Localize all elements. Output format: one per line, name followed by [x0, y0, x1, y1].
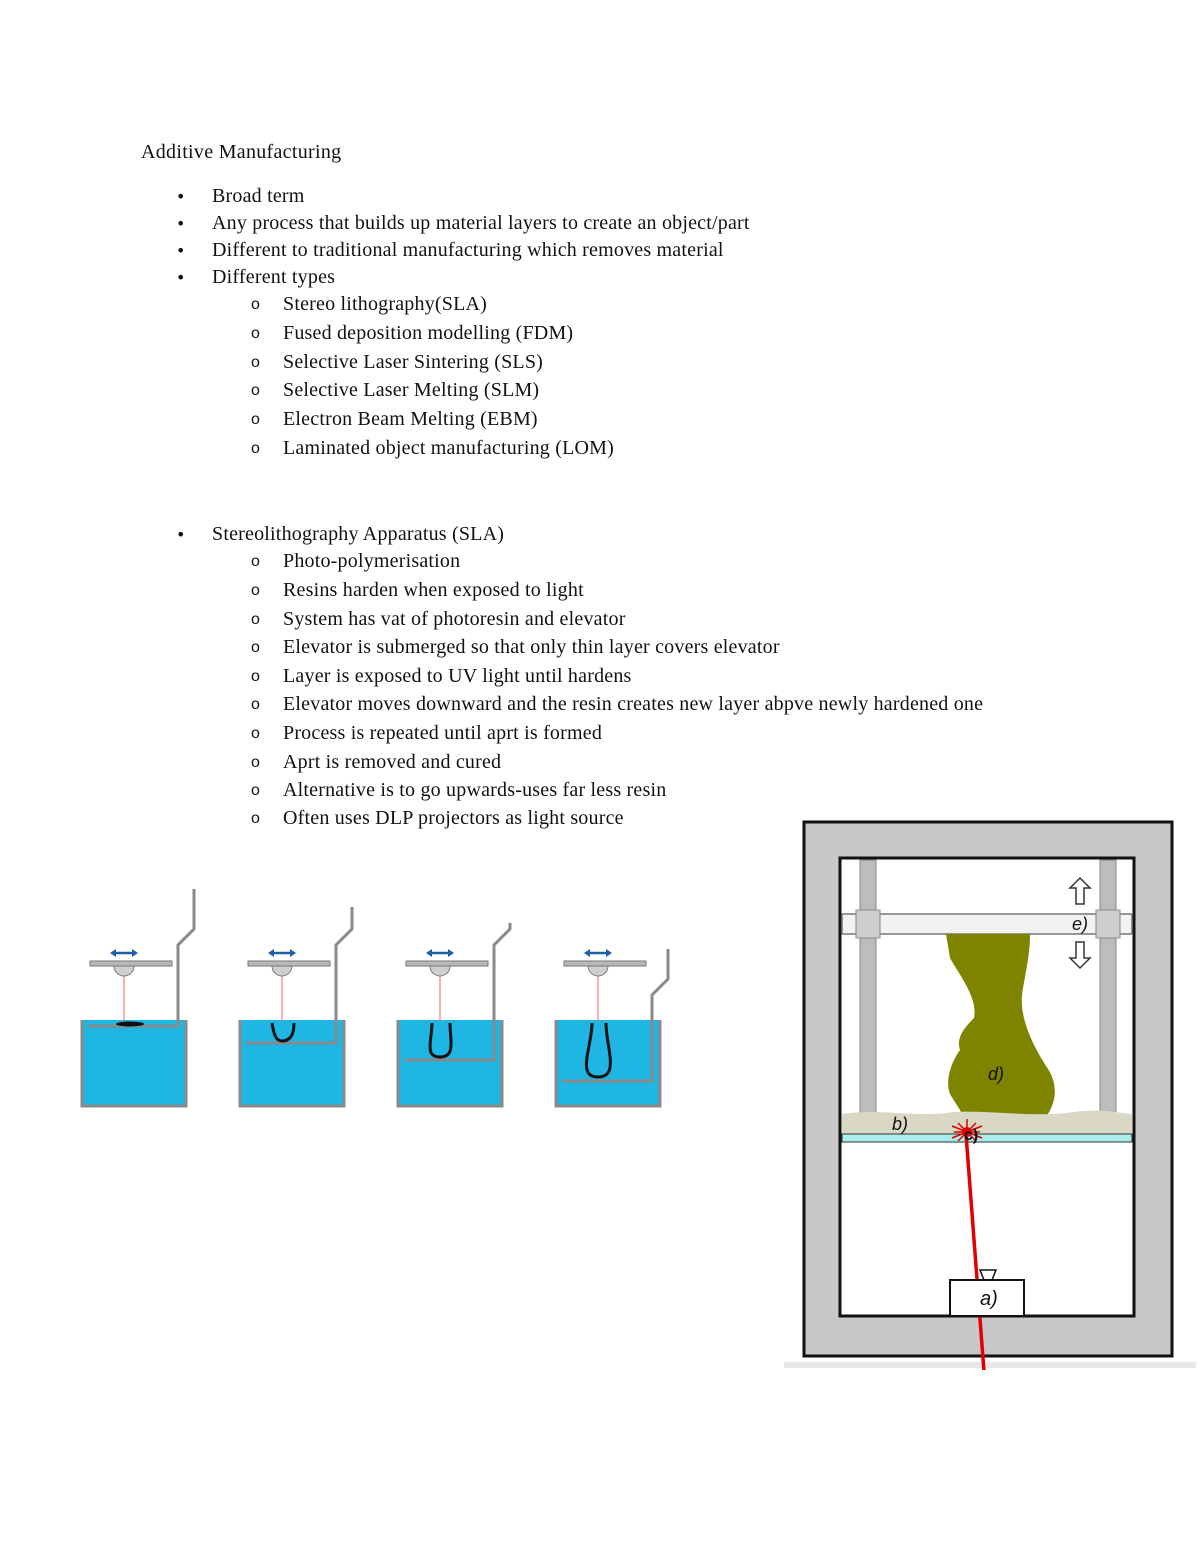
sub-bullet-icon: o	[251, 296, 261, 313]
label-e: e)	[1072, 914, 1088, 934]
sub-bullet-icon: o	[251, 810, 261, 827]
sub-bullet-icon: o	[251, 325, 261, 342]
sla-apparatus-diagram: a) b) c) d) e)	[784, 820, 1196, 1370]
bullet-icon: •	[176, 241, 186, 260]
list-item: •Different to traditional manufacturing …	[176, 239, 724, 261]
sub-bullet-icon: o	[251, 782, 261, 799]
process-step-1	[80, 889, 196, 1108]
list-item: •Any process that builds up material lay…	[176, 212, 750, 234]
sub-bullet-icon: o	[251, 382, 261, 399]
sub-bullet-icon: o	[251, 725, 261, 742]
process-step-3	[396, 923, 512, 1108]
label-c: c)	[964, 1127, 978, 1144]
sub-bullet-icon: o	[251, 440, 261, 457]
label-a: a)	[980, 1288, 998, 1310]
bullet-icon: •	[176, 525, 186, 544]
sub-bullet-icon: o	[251, 696, 261, 713]
sub-bullet-icon: o	[251, 754, 261, 771]
sub-bullet-icon: o	[251, 354, 261, 371]
bullet-icon: •	[176, 268, 186, 287]
bullet-icon: •	[176, 187, 186, 206]
process-step-4	[554, 947, 670, 1108]
list-item: •Different types	[176, 266, 336, 288]
list-item: •Stereolithography Apparatus (SLA)	[176, 523, 505, 545]
page-title: Additive Manufacturing	[141, 141, 342, 163]
process-step-2	[238, 907, 354, 1108]
sub-bullet-icon: o	[251, 553, 261, 570]
list-item: •Broad term	[176, 185, 305, 207]
sub-bullet-icon: o	[251, 611, 261, 628]
sla-process-steps-figure	[80, 889, 670, 1108]
label-b: b)	[892, 1114, 908, 1134]
label-d: d)	[988, 1064, 1004, 1084]
sub-bullet-icon: o	[251, 582, 261, 599]
bullet-icon: •	[176, 214, 186, 233]
sub-bullet-icon: o	[251, 639, 261, 656]
sub-bullet-icon: o	[251, 411, 261, 428]
sub-bullet-icon: o	[251, 668, 261, 685]
